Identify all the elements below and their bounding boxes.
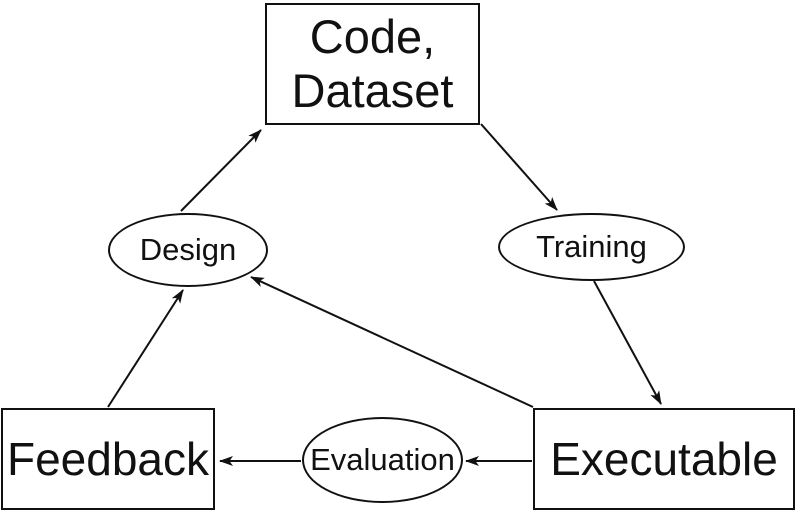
edge-training-to-executable [593, 280, 662, 405]
edge-code-dataset-to-training [480, 123, 558, 211]
node-code-dataset: Code, Dataset [265, 3, 480, 125]
node-executable: Executable [533, 408, 795, 510]
node-feedback-label: Feedback [6, 432, 209, 485]
node-design-label: Design [139, 232, 237, 268]
node-feedback: Feedback [1, 408, 215, 510]
edge-executable-to-design [250, 276, 534, 408]
node-design: Design [108, 213, 268, 287]
node-training: Training [498, 213, 685, 281]
node-training-label: Training [536, 229, 647, 265]
node-evaluation: Evaluation [302, 417, 463, 503]
node-evaluation-label: Evaluation [310, 442, 455, 478]
edge-feedback-to-design [107, 289, 184, 408]
node-code-dataset-label: Code, Dataset [291, 9, 454, 117]
edge-design-to-code-dataset [180, 129, 262, 212]
node-executable-label: Executable [550, 432, 778, 485]
